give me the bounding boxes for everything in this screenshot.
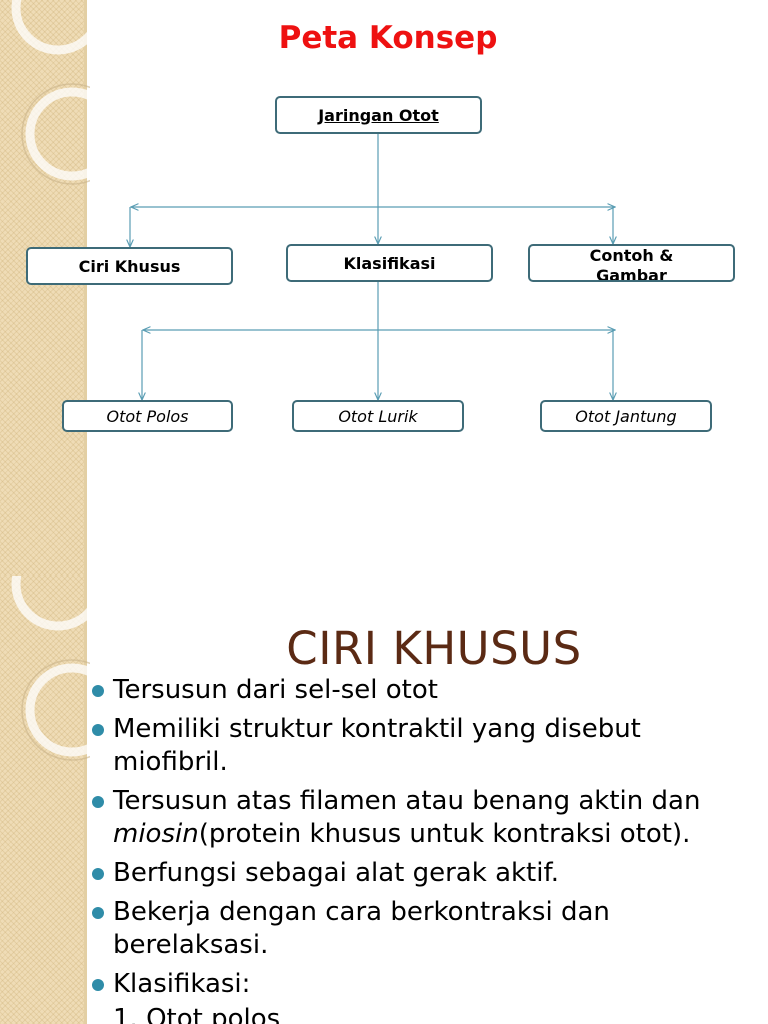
node-otot-jantung: Otot Jantung bbox=[540, 400, 712, 432]
list-item: Berfungsi sebagai alat gerak aktif. bbox=[92, 857, 762, 890]
node-jaringan-otot: Jaringan Otot bbox=[275, 96, 482, 134]
node-otot-polos: Otot Polos bbox=[62, 400, 233, 432]
node-label: Otot Lurik bbox=[338, 406, 418, 426]
node-label: Otot Jantung bbox=[575, 406, 677, 426]
list-item: Bekerja dengan cara berkontraksi dan ber… bbox=[92, 896, 762, 962]
page-title: Peta Konsep bbox=[278, 20, 498, 56]
list-item: Tersusun atas filamen atau benang aktin … bbox=[92, 785, 762, 851]
item-text: (protein khusus untuk kontraksi otot). bbox=[198, 819, 691, 849]
node-contoh-gambar: Contoh & Gambar bbox=[528, 244, 735, 282]
connector-lines bbox=[0, 133, 768, 576]
node-ciri-khusus: Ciri Khusus bbox=[26, 247, 233, 285]
decorative-sidebar bbox=[0, 576, 84, 1024]
node-otot-lurik: Otot Lurik bbox=[292, 400, 464, 432]
list-item: Memiliki struktur kontraktil yang disebu… bbox=[92, 713, 762, 779]
list-item: Tersusun dari sel-sel otot bbox=[92, 674, 762, 707]
sidebar-edge bbox=[84, 576, 87, 1024]
bullet-list: Tersusun dari sel-sel otot Memiliki stru… bbox=[92, 674, 762, 1024]
item-text: Tersusun atas filamen atau benang aktin … bbox=[113, 786, 701, 816]
slide-concept-map: Peta Konsep Jaringan Otot Ciri Khusus Kl… bbox=[0, 0, 768, 576]
node-label: Ciri Khusus bbox=[78, 256, 181, 276]
node-label: Klasifikasi bbox=[343, 253, 436, 273]
node-klasifikasi: Klasifikasi bbox=[286, 244, 493, 282]
node-label: Contoh & Gambar bbox=[589, 246, 674, 282]
list-item: Klasifikasi: bbox=[92, 968, 762, 1001]
italic-term: miosin bbox=[113, 819, 199, 849]
node-label: Otot Polos bbox=[106, 406, 189, 426]
node-label: Jaringan Otot bbox=[318, 105, 439, 125]
section-title: CIRI KHUSUS bbox=[286, 622, 582, 675]
decorative-circles bbox=[11, 576, 90, 761]
slide-ciri-khusus: CIRI KHUSUS Tersusun dari sel-sel otot M… bbox=[0, 576, 768, 1024]
sub-list-item: 1. Otot polos bbox=[113, 1004, 281, 1024]
sidebar-edge bbox=[84, 0, 87, 576]
decorative-circles bbox=[11, 0, 90, 185]
